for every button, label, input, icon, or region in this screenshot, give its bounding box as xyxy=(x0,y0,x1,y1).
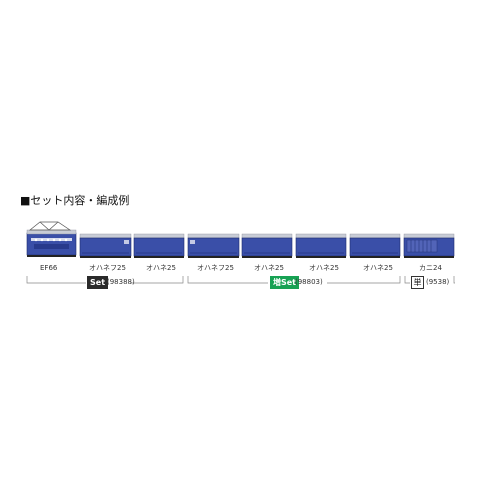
car-label-ohane25-2: オハネ25 xyxy=(254,264,284,272)
car-ohane25-1 xyxy=(133,233,185,258)
car-label-ohane25-1: オハネ25 xyxy=(146,264,176,272)
car-label-ohanefu25-2: オハネフ25 xyxy=(197,264,234,272)
single-code: (9538) xyxy=(426,278,450,286)
extension-set-badge: 増Set xyxy=(270,276,300,289)
set-code: (98388) xyxy=(107,278,135,286)
set-badge: Set xyxy=(87,276,109,289)
group-bracket-single xyxy=(404,276,455,284)
section-title: ■セット内容・編成例 xyxy=(20,194,130,207)
car-label-ohane25-4: オハネ25 xyxy=(363,264,393,272)
locomotive-ef66 xyxy=(26,221,77,257)
group-bracket-extension xyxy=(187,276,401,284)
car-label-ohanefu25-1: オハネフ25 xyxy=(89,264,126,272)
car-kani24 xyxy=(403,233,455,258)
car-ohane25-2 xyxy=(241,233,293,258)
single-badge: 単 xyxy=(411,276,424,289)
extension-set-code: (98803) xyxy=(295,278,323,286)
car-ohanefu25-1 xyxy=(79,233,132,258)
car-label-ohane25-3: オハネ25 xyxy=(309,264,339,272)
car-ohanefu25-2 xyxy=(187,233,240,258)
car-label-kani24: カニ24 xyxy=(419,264,442,272)
car-ohane25-4 xyxy=(349,233,401,258)
car-label-ef66: EF66 xyxy=(40,264,58,272)
group-bracket-set xyxy=(26,276,184,284)
car-ohane25-3 xyxy=(295,233,347,258)
